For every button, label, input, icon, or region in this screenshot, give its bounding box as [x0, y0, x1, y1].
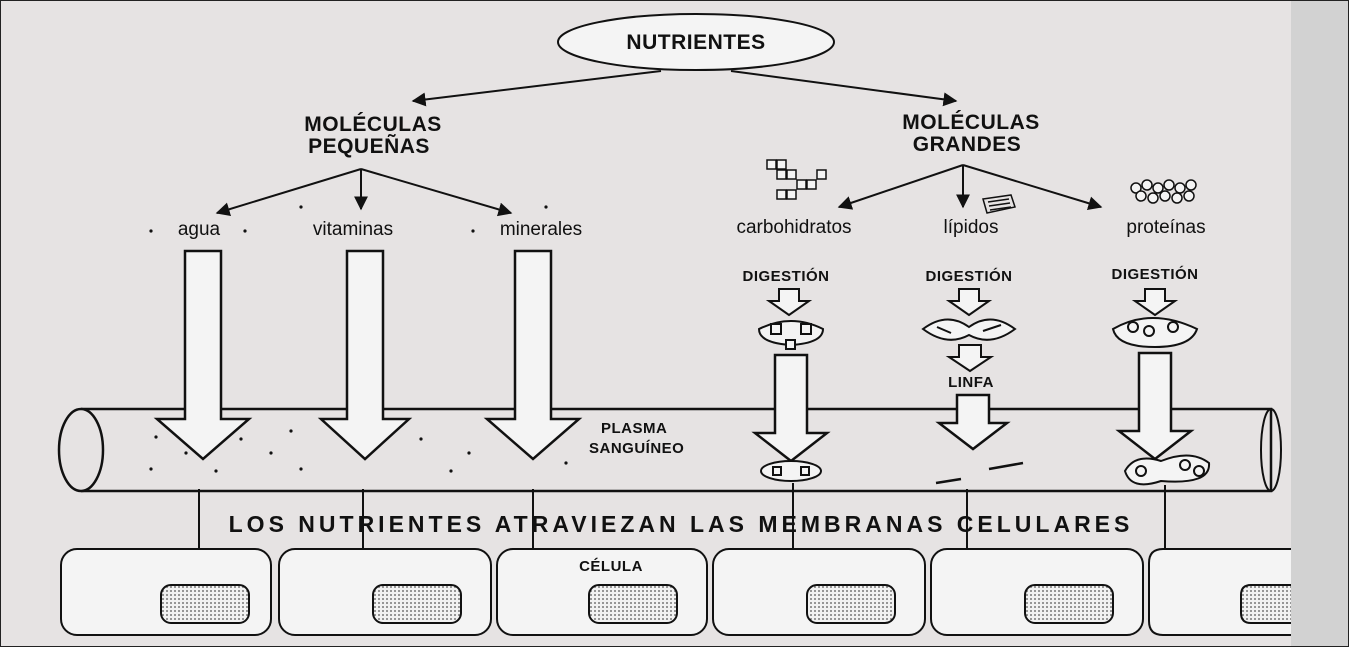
digestion-arrow-lipids — [949, 289, 989, 315]
digestion-label-carbs: DIGESTIÓN — [742, 267, 829, 285]
item-carbohidratos: carbohidratos — [736, 217, 851, 238]
membrane-banner: LOS NUTRIENTES ATRAVIEZAN LAS MEMBRANAS … — [229, 511, 1134, 537]
enzyme-lipids — [923, 319, 1015, 339]
item-agua: agua — [178, 219, 221, 240]
lipid-fragments — [936, 463, 1023, 483]
item-proteinas: proteínas — [1126, 217, 1205, 238]
lipid-molecule-icon — [983, 195, 1015, 213]
arrow-root-large — [731, 71, 956, 101]
large-molecules-label-1: MOLÉCULAS — [902, 111, 1040, 134]
item-minerales: minerales — [500, 219, 582, 240]
carbohydrate-molecule-icon — [767, 160, 826, 199]
item-vitaminas: vitaminas — [313, 219, 393, 240]
arrow-root-small — [413, 71, 661, 101]
plasma-label-1: PLASMA — [601, 420, 667, 437]
arrow-large-carbs — [839, 165, 963, 207]
absorption-arrow-vitaminas — [321, 251, 409, 459]
digestion-arrow-carbs — [769, 289, 809, 315]
large-molecules-label-2: GRANDES — [913, 133, 1022, 156]
carrier-proteins — [1125, 455, 1209, 484]
lymph-label: LINFA — [948, 374, 994, 391]
absorption-arrow-minerales — [487, 251, 579, 459]
small-molecules-label-2: PEQUEÑAS — [308, 135, 430, 158]
digestion-label-lipids: DIGESTIÓN — [925, 267, 1012, 285]
cell-label: CÉLULA — [579, 558, 643, 575]
absorption-arrow-agua — [157, 251, 249, 459]
digestion-label-proteins: DIGESTIÓN — [1111, 265, 1198, 283]
item-lipidos: lípidos — [944, 217, 999, 238]
absorption-arrow-lipids — [939, 395, 1007, 449]
arrow-small-agua — [217, 169, 361, 213]
arrow-small-minerales — [361, 169, 511, 213]
small-molecules-label-1: MOLÉCULAS — [304, 113, 442, 136]
digestion-arrow-proteins — [1135, 289, 1175, 315]
enzyme-proteins — [1113, 318, 1197, 347]
lymph-arrow — [949, 345, 991, 371]
absorption-arrow-proteins — [1119, 353, 1191, 459]
plasma-label-2: SANGUÍNEO — [589, 440, 684, 457]
carrier-carbs — [761, 461, 821, 481]
enzyme-carbs — [759, 321, 823, 349]
root-label: NUTRIENTES — [626, 31, 765, 54]
protein-molecule-icon — [1131, 180, 1196, 203]
